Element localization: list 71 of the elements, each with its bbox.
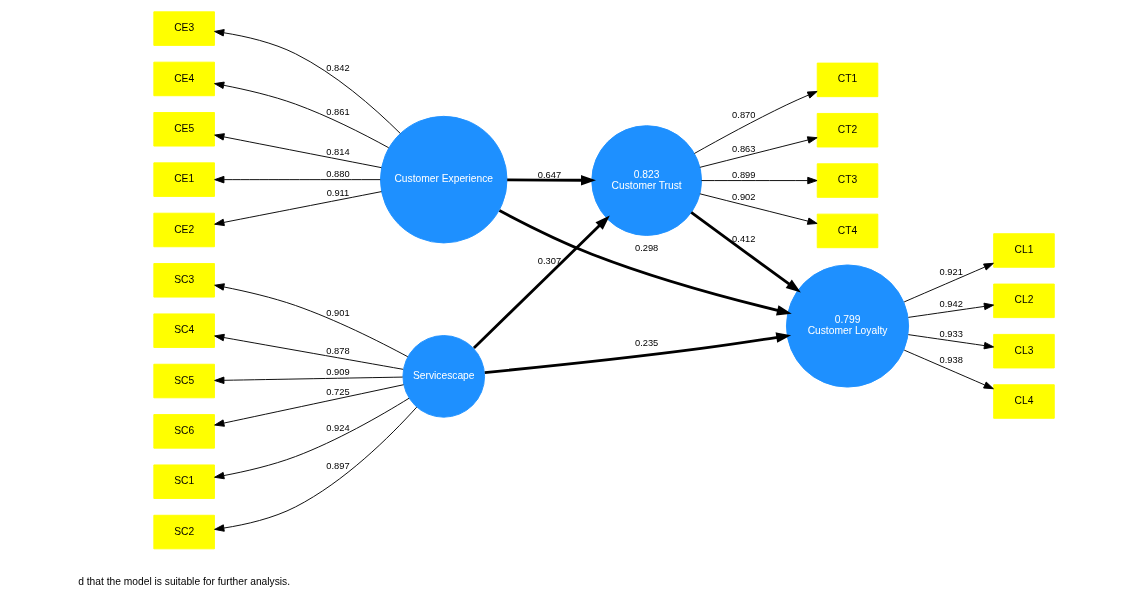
edge-label: 0.902: [731, 192, 755, 203]
node-circle: Customer Experience: [379, 115, 507, 244]
arrow: [689, 211, 801, 293]
edge-label: 0.842: [325, 62, 350, 73]
node-box: CE5: [152, 112, 215, 147]
edge-label: 0.863: [731, 143, 755, 154]
arrow: [498, 209, 792, 316]
edge-label: 0.911: [326, 188, 349, 199]
edge-label: 0.933: [939, 329, 963, 340]
arrow: [213, 406, 417, 532]
node-circle: 0.823 Customer Trust: [590, 125, 702, 236]
arrow: [698, 193, 818, 225]
node-box: SC2: [152, 514, 215, 550]
edge-label: 0.878: [325, 345, 350, 356]
node-box: CL2: [992, 283, 1055, 319]
node-box: SC1: [152, 464, 215, 499]
node-box: CL3: [992, 333, 1055, 369]
arrow: [213, 376, 403, 385]
edge-label: 0.880: [325, 168, 350, 179]
edge-label: 0.909: [325, 367, 350, 378]
node-box: CE4: [152, 61, 215, 97]
node-box: SC4: [152, 313, 215, 348]
edge-label: 0.298: [634, 243, 658, 254]
node-circle: Servicescape: [401, 335, 485, 418]
arrow: [213, 175, 381, 184]
arrow: [213, 283, 408, 358]
node-box: CL4: [992, 384, 1055, 419]
arrow: [484, 332, 791, 374]
node-box: CT4: [816, 213, 878, 249]
edge-label: 0.870: [731, 110, 755, 121]
edge-label: 0.938: [939, 355, 963, 366]
node-box: CT2: [816, 112, 878, 148]
edge-label: 0.897: [325, 460, 350, 471]
arrow: [213, 384, 404, 427]
node-box: CE2: [152, 212, 215, 248]
arrow: [700, 176, 817, 185]
edge-label: 0.235: [634, 337, 658, 348]
label: d that the model is suitable for further analysis.: [77, 576, 290, 588]
node-box: SC6: [152, 414, 215, 449]
edge-label: 0.412: [731, 234, 755, 245]
edge-label: 0.899: [731, 169, 755, 180]
edge-label: 0.725: [325, 387, 350, 397]
node-box: SC5: [152, 363, 215, 399]
arrow: [213, 333, 404, 370]
edge-label: 0.861: [325, 107, 350, 118]
edge-label: 0.924: [325, 423, 350, 434]
edge-label: 0.307: [537, 256, 561, 267]
arrow: [213, 29, 401, 134]
arrow: [907, 302, 994, 318]
edge-label: 0.647: [537, 169, 561, 180]
arrow: [213, 191, 382, 227]
node-box: CT3: [816, 163, 878, 198]
arrow: [907, 334, 994, 350]
arrow: [506, 175, 596, 186]
node-box: CT1: [816, 62, 878, 98]
node-box: CE1: [152, 162, 215, 197]
arrow: [903, 349, 994, 390]
arrow: [213, 397, 409, 480]
arrow: [903, 262, 994, 303]
edge-label: 0.921: [939, 266, 963, 277]
node-box: CE3: [152, 11, 215, 46]
node-box: SC3: [152, 263, 215, 298]
edge-label: 0.901: [325, 307, 350, 318]
arrow: [698, 136, 818, 168]
arrow: [213, 81, 389, 149]
arrow: [472, 215, 610, 349]
edge-label: 0.942: [939, 299, 963, 310]
edge-label: 0.814: [325, 147, 350, 158]
node-box: CL1: [992, 233, 1055, 268]
arrow: [213, 133, 382, 169]
arrow: [693, 90, 818, 154]
